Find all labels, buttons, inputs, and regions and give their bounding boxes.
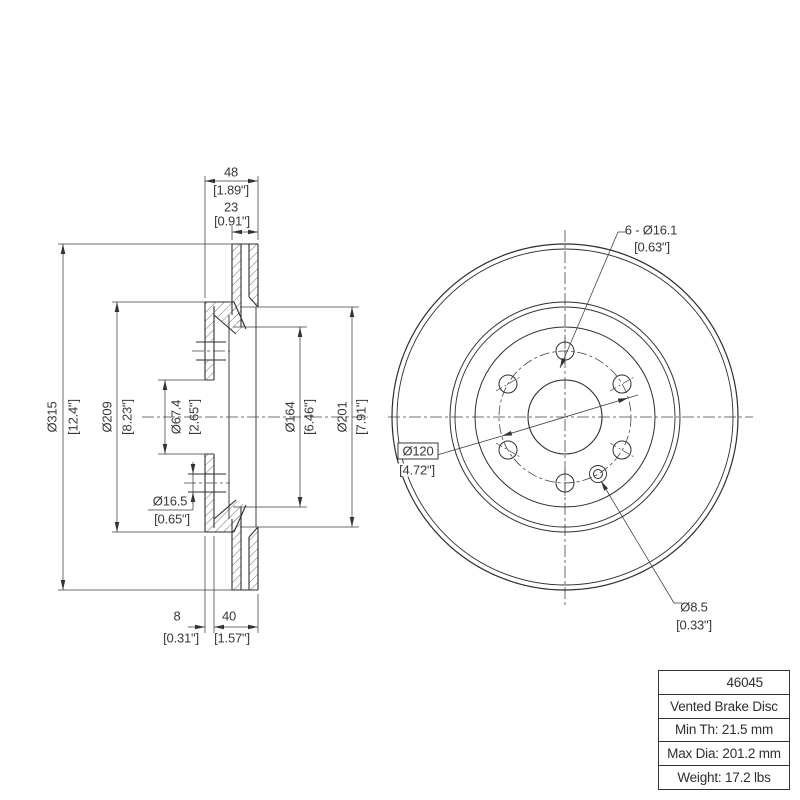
dim-bore-dia-in: [2.65"] — [186, 399, 202, 435]
dim-hat-depth-mm: 8 — [173, 608, 181, 624]
title-block-description: Vented Brake Disc — [659, 693, 789, 718]
pin-hole — [589, 465, 607, 483]
dimension-lines — [58, 176, 359, 633]
dim-hat-dia-mm: Ø209 — [99, 401, 115, 433]
bolt-hole-centermarks — [495, 337, 635, 497]
dim-width-total-mm: 48 — [223, 164, 239, 180]
dim-bolt-holes-mm: 6 - Ø16.1 — [624, 222, 678, 238]
title-block-min-thickness: Min Th: 21.5 mm — [659, 717, 789, 742]
dim-width-total-in: [1.89"] — [213, 182, 249, 198]
dim-inner-pad-dia-mm: Ø164 — [282, 401, 298, 433]
dim-outer-dia-in: [12.4"] — [65, 399, 81, 435]
dim-rim-thickness-in: [0.91"] — [214, 213, 250, 229]
bolt-circle — [498, 350, 632, 484]
dim-bolt-holes-in: [0.63"] — [634, 239, 670, 255]
title-block: 46045 Vented Brake Disc Min Th: 21.5 mm … — [658, 670, 790, 790]
centerlines — [142, 230, 753, 606]
dim-bolt-hole-dia-in: [0.65"] — [154, 511, 190, 527]
dim-bolt-circle-in: [4.72"] — [397, 462, 437, 478]
dim-hat-dia-in: [8.23"] — [119, 399, 135, 435]
dim-bolt-circle-mm: Ø120 — [397, 442, 439, 460]
dim-hat-offset-mm: 40 — [221, 608, 237, 624]
title-block-weight: Weight: 17.2 lbs — [659, 765, 789, 789]
dim-hat-depth-in: [0.31"] — [163, 630, 199, 646]
dim-outer-dia-mm: Ø315 — [44, 401, 60, 433]
title-block-max-diameter: Max Dia: 201.2 mm — [659, 741, 789, 765]
dim-outer-pad-dia-in: [7.91"] — [353, 399, 369, 435]
dim-pin-hole-mm: Ø8.5 — [680, 599, 708, 615]
leader-lines — [436, 231, 682, 604]
dim-inner-pad-dia-in: [6.46"] — [301, 399, 317, 435]
dim-rim-thickness-mm: 23 — [223, 199, 239, 215]
dim-bore-dia-mm: Ø67.4 — [168, 399, 184, 435]
dim-bolt-hole-dia-mm: Ø16.5 — [152, 493, 188, 509]
dim-outer-pad-dia-mm: Ø201 — [334, 401, 350, 433]
dim-hat-offset-in: [1.57"] — [214, 630, 250, 646]
title-block-part-number: 46045 — [726, 674, 763, 690]
dim-pin-hole-in: [0.33"] — [676, 617, 712, 633]
